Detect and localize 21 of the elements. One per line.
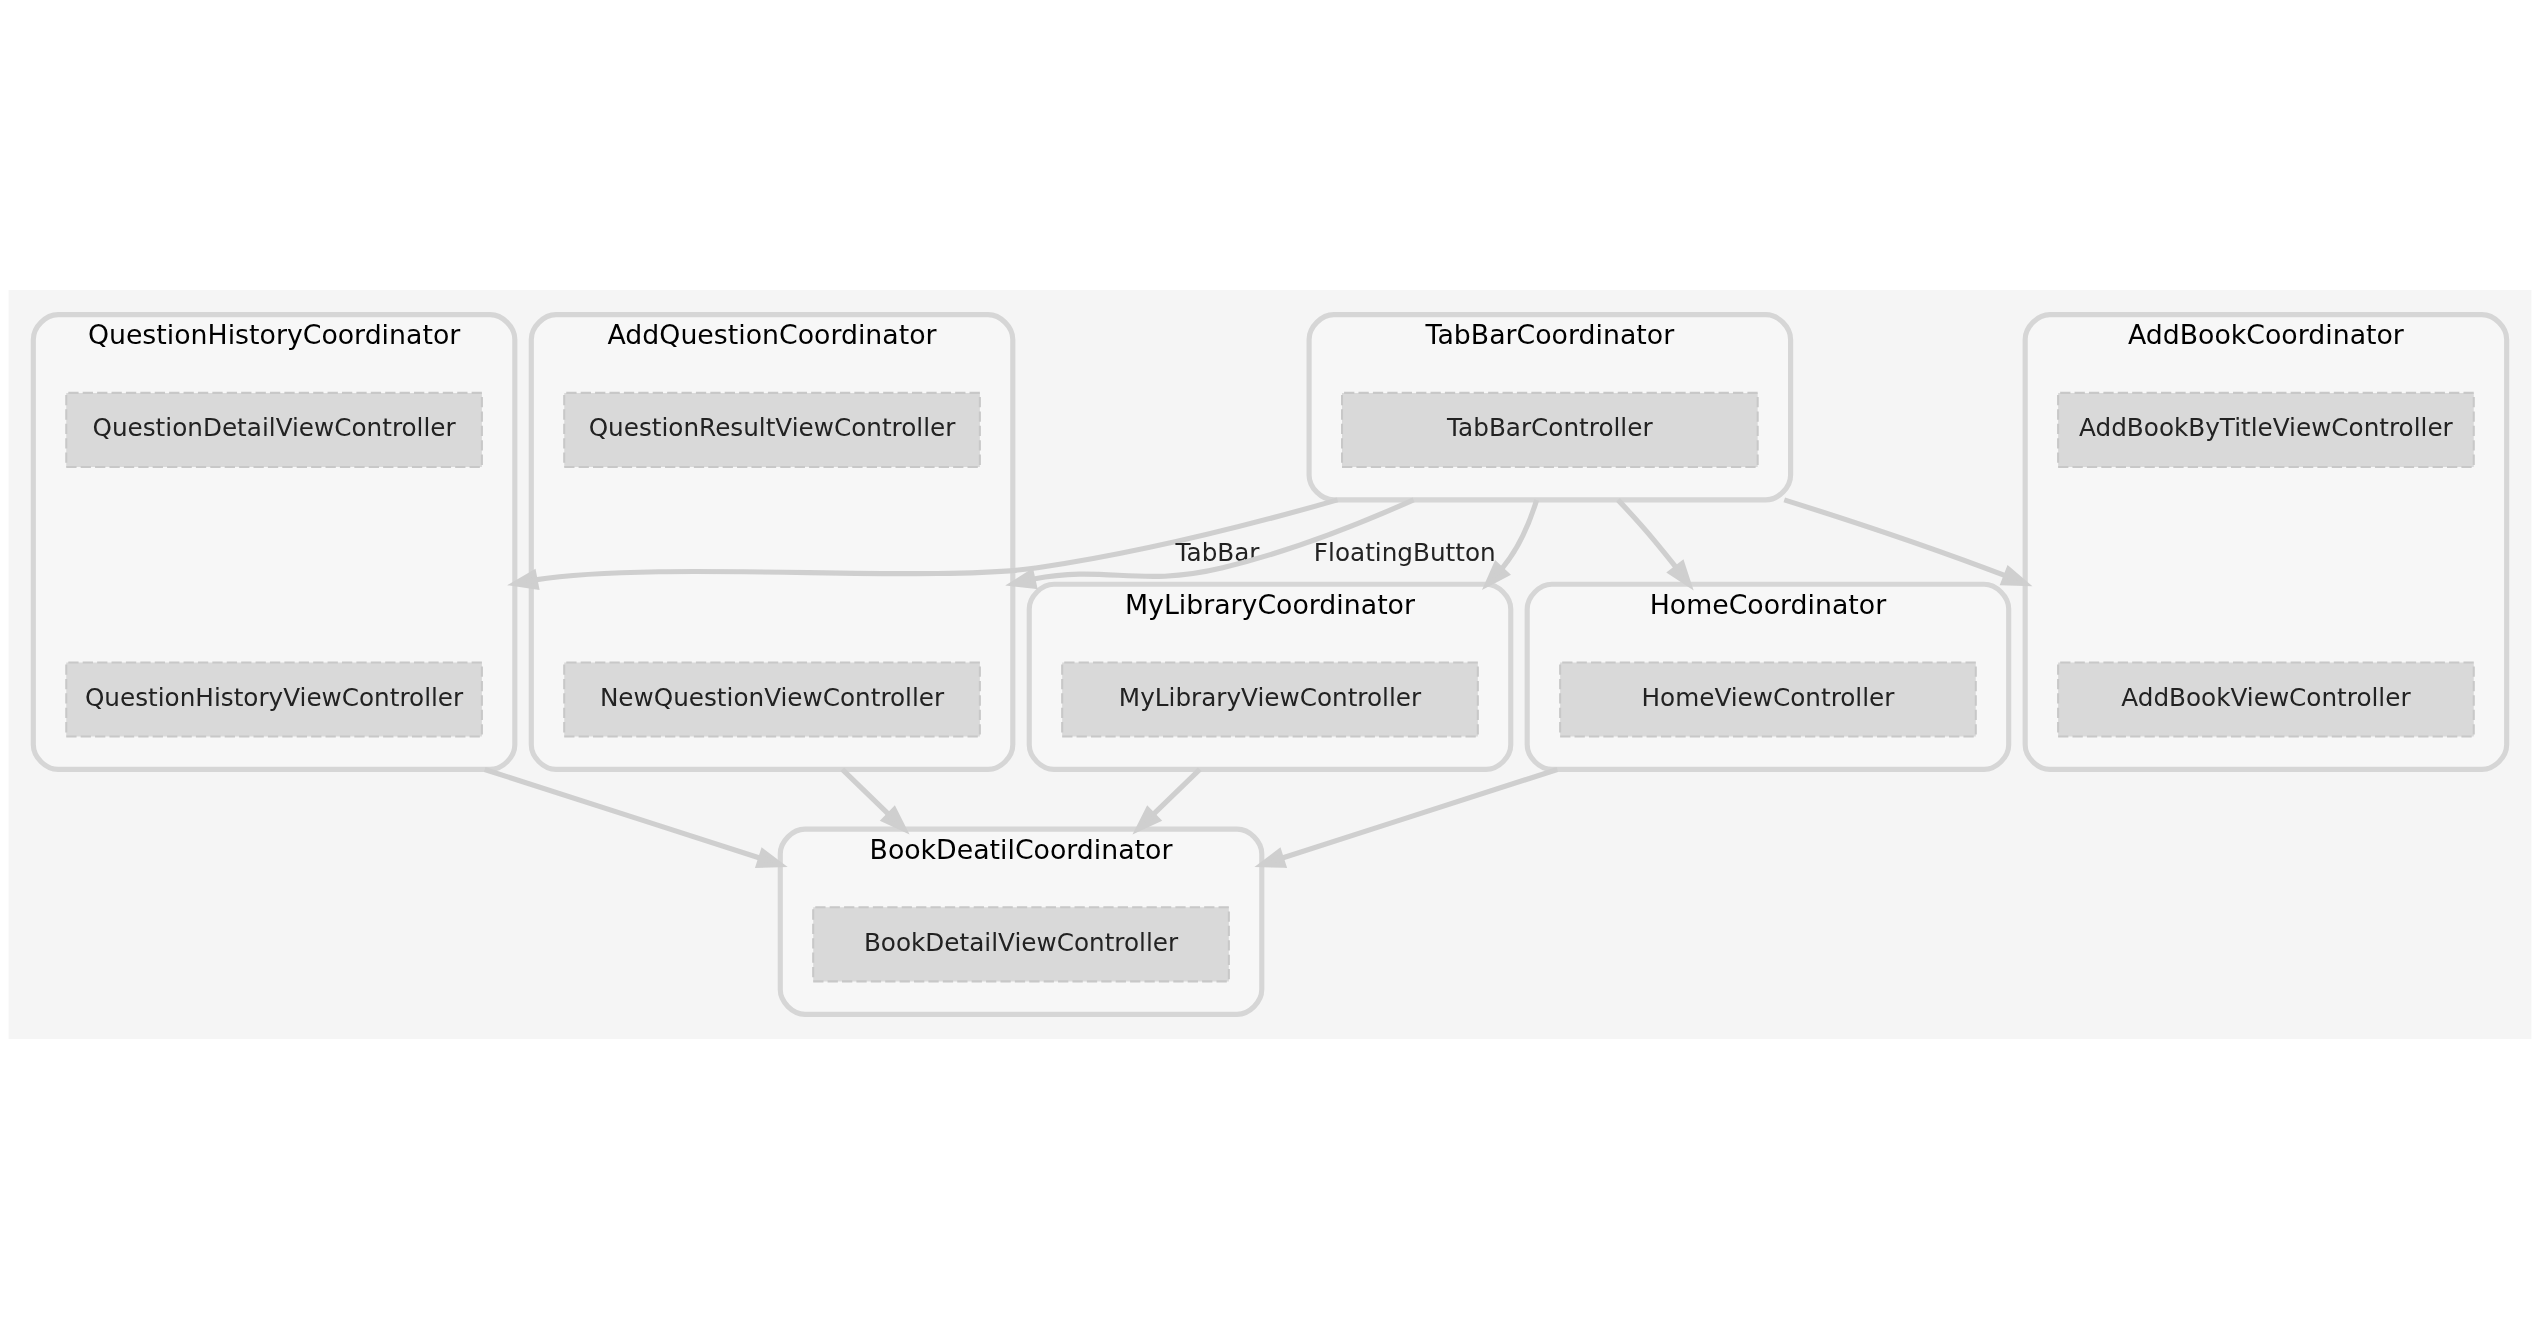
node-box: QuestionDetailViewController (65, 391, 483, 468)
arrow (507, 496, 1339, 590)
arrow (1616, 497, 1694, 590)
node-box: AddBookByTitleViewController (2057, 391, 2475, 468)
arrow (1783, 496, 2033, 586)
node-box: NewQuestionViewController (563, 660, 981, 738)
node-box: QuestionResultViewController (563, 391, 981, 468)
arrow (1132, 767, 1202, 835)
edge-label: FloatingButton (1313, 537, 1496, 567)
arrow (1005, 497, 1415, 589)
node-box: MyLibraryViewController (1061, 660, 1479, 738)
node-box: BookDetailViewController (812, 905, 1230, 982)
node-box: QuestionHistoryViewController (65, 660, 483, 738)
arrow (483, 766, 788, 868)
arrow (840, 767, 910, 835)
edge-label: TabBar (1175, 537, 1260, 567)
node-box: HomeViewController (1559, 660, 1977, 738)
node-box: AddBookViewController (2057, 660, 2475, 738)
node-box: TabBarController (1341, 391, 1759, 468)
arrow (1481, 498, 1540, 590)
arrow (1254, 766, 1559, 868)
